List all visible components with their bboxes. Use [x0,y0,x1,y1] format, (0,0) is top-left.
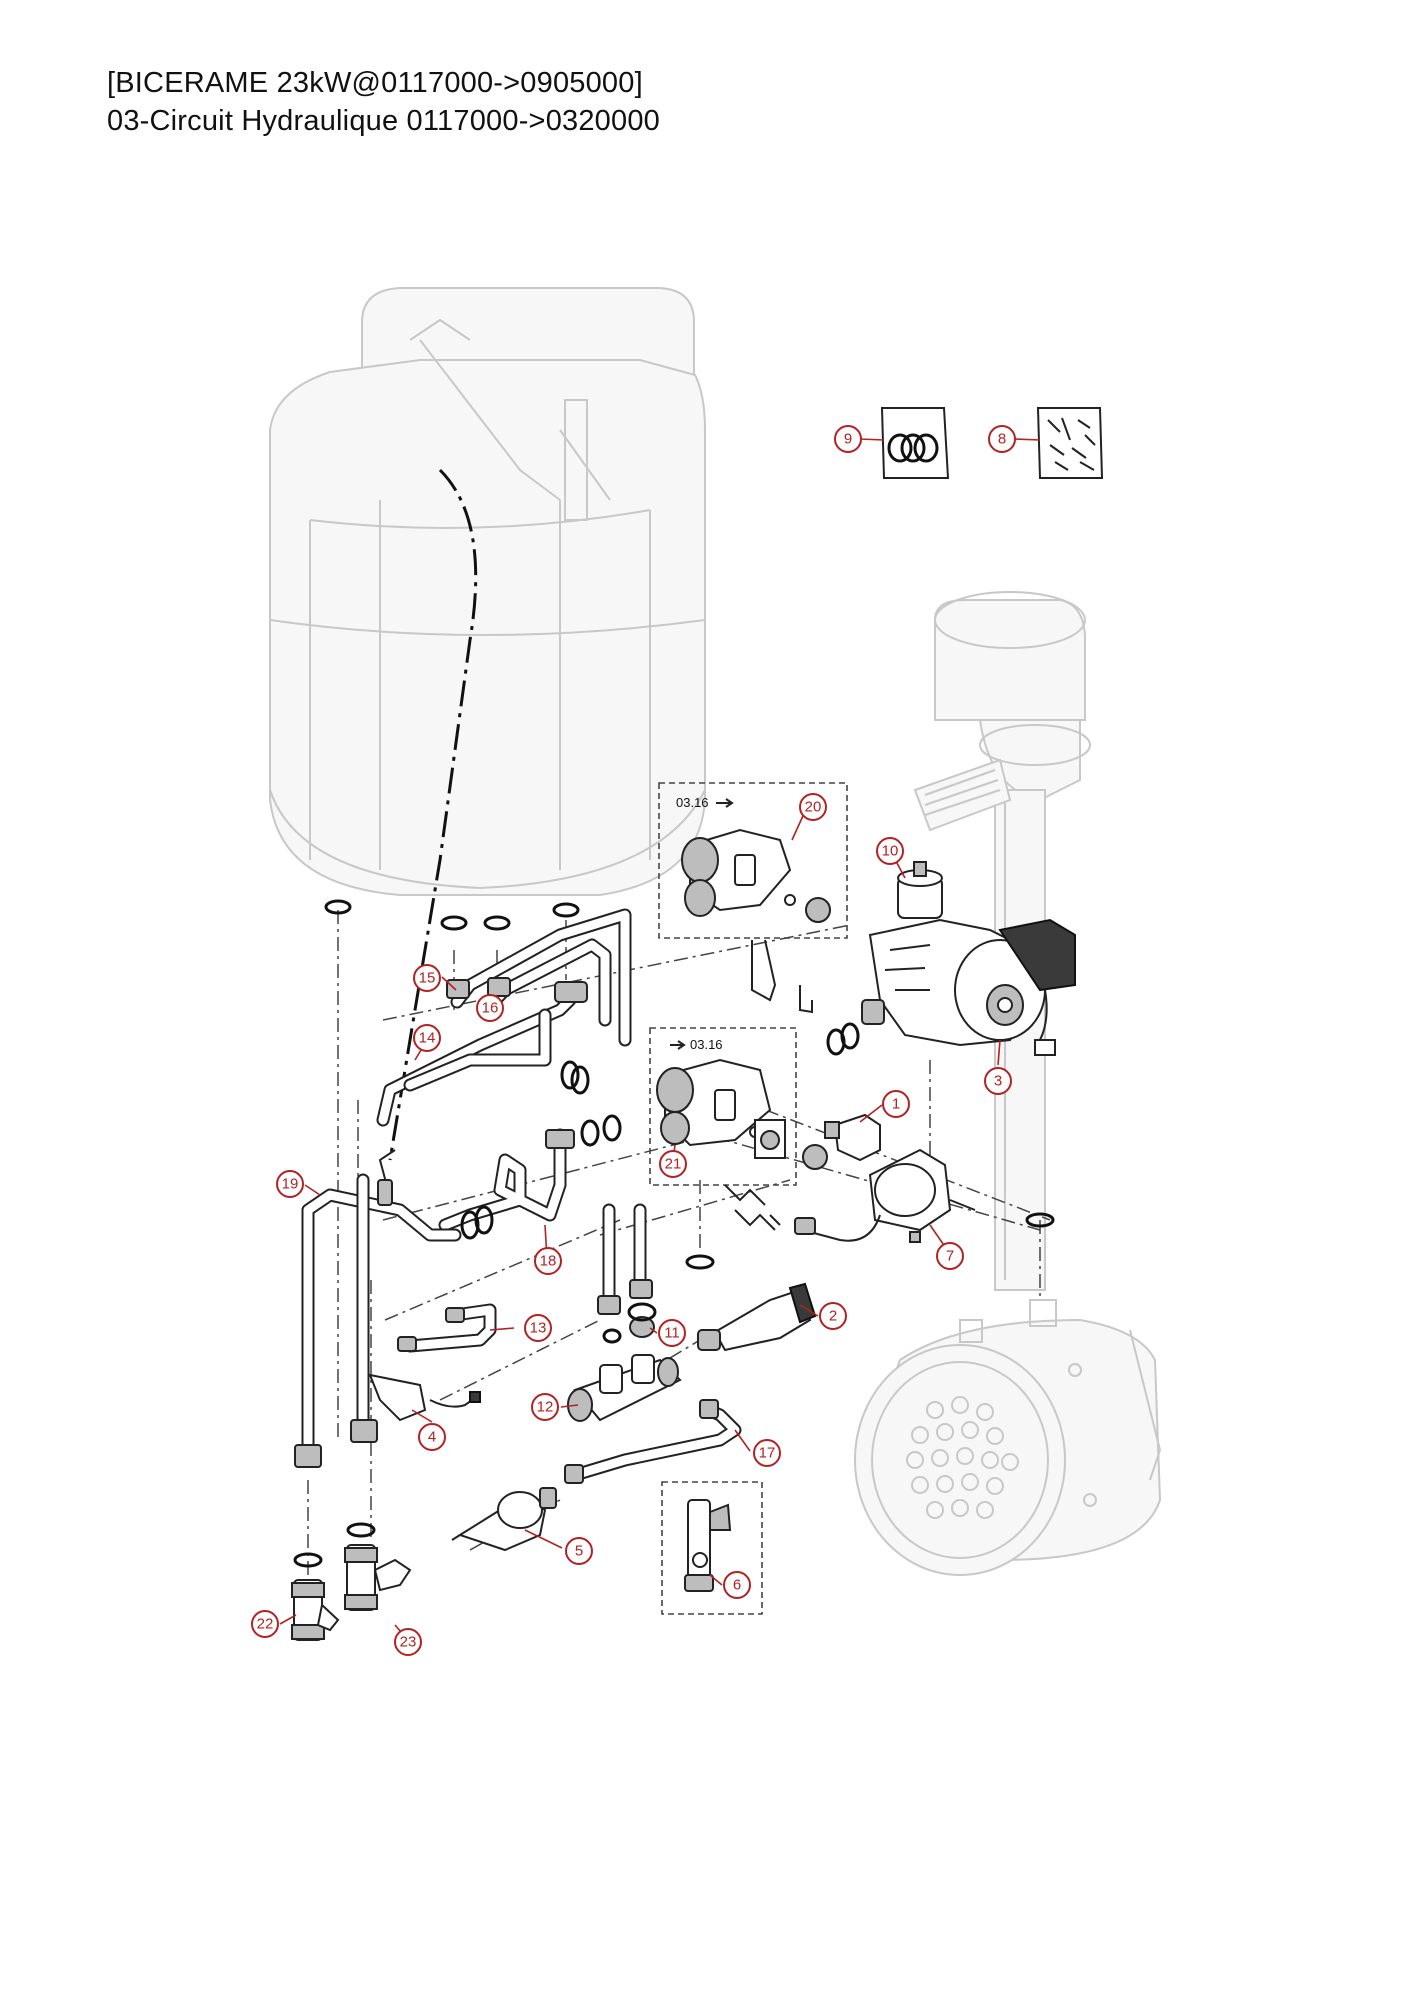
pipe-13 [397,1303,497,1353]
callout-17-label: 17 [759,1445,776,1462]
callout-21: 21 [659,1150,687,1178]
callout-13-label: 13 [530,1320,547,1337]
box-a-label: 03.16 [676,795,709,810]
callout-8-label: 8 [998,431,1006,448]
callout-13: 13 [524,1314,552,1342]
bracket-4 [368,1373,481,1422]
callout-19: 19 [276,1170,304,1198]
callout-2-label: 2 [829,1308,837,1325]
callout-10: 10 [876,837,904,865]
pipes-lower-center [597,1203,653,1315]
callout-2: 2 [819,1302,847,1330]
callout-20: 20 [799,793,827,821]
pump-3 [861,918,1076,1056]
box-a: 03.16 [658,782,848,939]
callout-21-label: 21 [665,1156,682,1173]
callout-15-label: 15 [419,970,436,987]
callout-3: 3 [984,1067,1012,1095]
safety-valve-5 [451,1487,557,1552]
callout-19-label: 19 [282,1176,299,1193]
callout-4: 4 [418,1423,446,1451]
pipe-15-16 [446,908,632,1047]
motor-7 [794,1144,976,1243]
callout-9-label: 9 [844,431,852,448]
sensor-1 [824,1113,881,1162]
o-rings [324,899,1055,1344]
callout-12: 12 [531,1393,559,1421]
callout-7-label: 7 [946,1248,954,1265]
pipe-14 [376,981,588,1127]
manifold-12 [567,1354,682,1422]
callout-23-label: 23 [400,1634,417,1651]
callout-11-label: 11 [664,1325,680,1342]
callout-9: 9 [834,425,862,453]
callout-22: 22 [251,1610,279,1638]
hydro-block-21 [656,1058,786,1159]
callout-10-label: 10 [882,843,899,860]
sensor-cable [388,468,478,1161]
callout-14-label: 14 [419,1030,436,1047]
box-c [661,1481,763,1615]
callout-20-label: 20 [805,799,822,816]
callout-5-label: 5 [575,1543,583,1560]
header-subtitle: 03-Circuit Hydraulique 0117000->0320000 [107,105,660,137]
oring-bag-9 [880,407,950,479]
nut-11 [627,1302,657,1338]
expansion-vessel-ghost [269,287,706,896]
callout-15: 15 [413,964,441,992]
callout-16-label: 16 [482,1000,499,1017]
air-vent-10 [897,861,943,919]
box-b-label: 03.16 [690,1037,723,1052]
callout-4-label: 4 [428,1429,436,1446]
callout-18: 18 [534,1247,562,1275]
callout-14: 14 [413,1024,441,1052]
callout-6: 6 [723,1571,751,1599]
callout-1-label: 1 [892,1096,900,1113]
callout-23: 23 [394,1628,422,1656]
burner-holes-ghost [906,1396,1019,1519]
box-b: 03.16 [649,1027,797,1186]
callout-6-label: 6 [733,1577,741,1594]
header-title: [BICERAME 23kW@0117000->0905000] [107,67,643,99]
pipe-17 [564,1399,742,1484]
valve-body-6 [684,1499,732,1592]
callout-3-label: 3 [994,1073,1002,1090]
filling-valve-2 [697,1282,817,1352]
pipe-18 [438,1128,575,1232]
heat-exchanger-ghost [854,1299,1162,1576]
callout-11: 11 [658,1319,686,1347]
valves-22-23 [291,1522,412,1641]
callout-16: 16 [476,994,504,1022]
callout-22-label: 22 [257,1616,274,1633]
callout-5: 5 [565,1537,593,1565]
pipe-19 [294,1173,462,1468]
callout-18-label: 18 [540,1253,557,1270]
callout-17: 17 [753,1439,781,1467]
clips [724,939,813,1231]
callout-7: 7 [936,1242,964,1270]
callout-8: 8 [988,425,1016,453]
hydro-block-20 [681,828,831,923]
callout-12-label: 12 [537,1399,554,1416]
callout-1: 1 [882,1090,910,1118]
screw-bag-8 [1036,407,1104,479]
